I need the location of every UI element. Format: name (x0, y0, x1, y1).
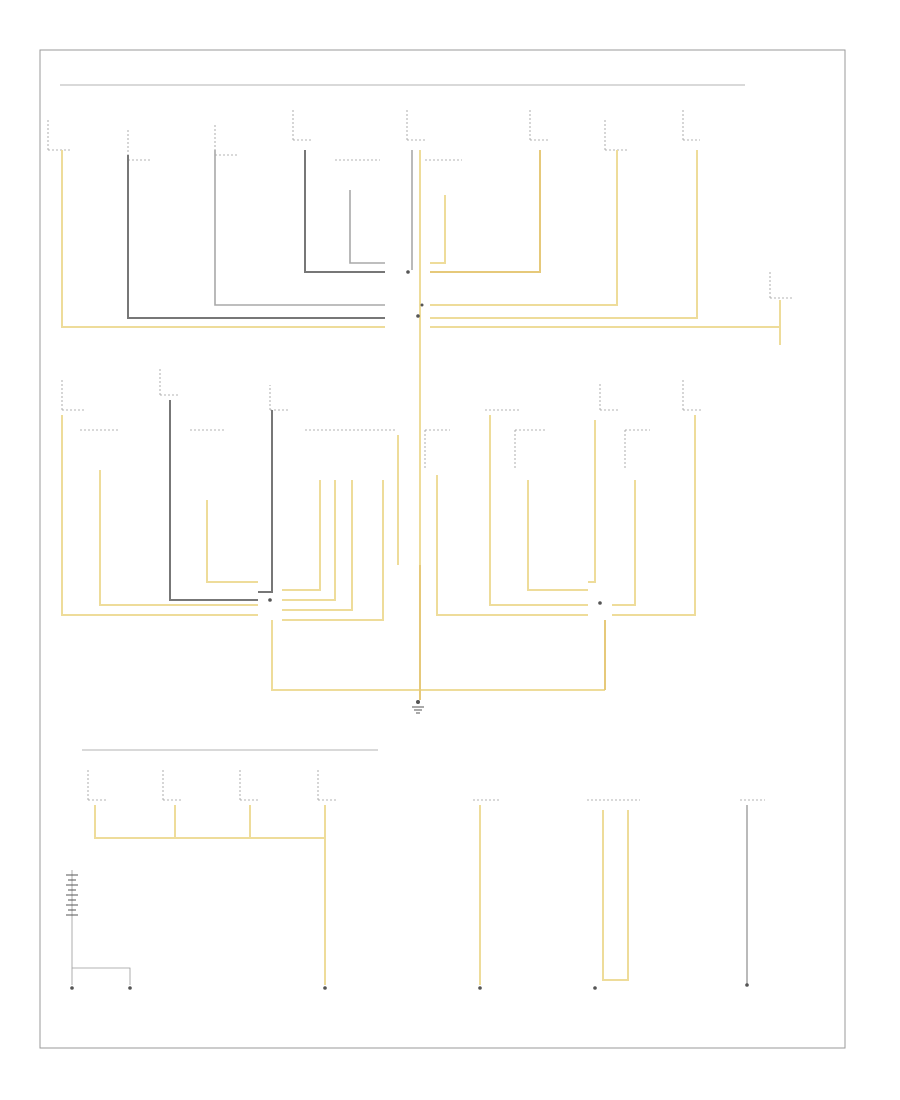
bottom-section (66, 770, 765, 990)
ground-bottom-4 (745, 983, 749, 987)
ground-bottom-3 (593, 986, 597, 990)
battery-icon (66, 870, 132, 990)
ground-bottom-2 (478, 986, 482, 990)
right-mid-section (424, 380, 702, 690)
left-mid-section (61, 368, 605, 691)
diagram-frame (39, 49, 846, 1049)
main-ground-junction (412, 565, 424, 714)
ground-bottom-1 (323, 986, 327, 990)
